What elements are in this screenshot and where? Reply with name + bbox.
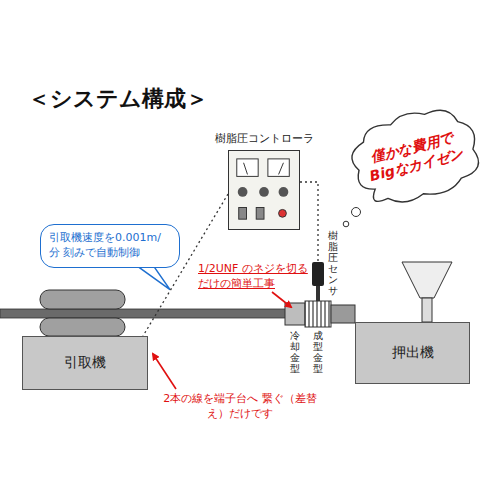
- sensor-body: 樹脂圧センサ: [312, 262, 324, 286]
- controller-box: 樹脂圧コントローラ: [228, 150, 300, 230]
- machine-name: 引取機: [64, 354, 106, 372]
- pointer-arrow: [272, 292, 291, 307]
- speech-callout: 引取機速度を0.001m/分 刻みで自動制御: [40, 224, 180, 268]
- part-name: 冷却金型: [290, 330, 300, 374]
- signal-wire: [300, 182, 318, 262]
- cooling-die: [285, 303, 305, 325]
- needle: [244, 163, 248, 175]
- upper-belt: [40, 290, 125, 309]
- callout-tail-outline: [138, 267, 170, 290]
- cloud-shape: [345, 99, 486, 212]
- sensor-label: 樹脂圧センサ: [328, 230, 338, 296]
- thought-dot: [343, 221, 349, 227]
- title: ＜システム構成＞: [28, 84, 208, 114]
- controller-heading: 樹脂圧コントローラ: [215, 131, 314, 146]
- note: 1/2UNF のネジを切る だけの簡単工事: [198, 262, 310, 292]
- hopper-neck: [422, 298, 432, 322]
- switch: [256, 208, 264, 220]
- forming-die: [305, 301, 331, 327]
- hopper: [402, 262, 452, 298]
- knob: [259, 187, 269, 197]
- sensor-stem: [316, 286, 320, 301]
- cloud-callout: 僅かな費用で Bigなカイゼン: [333, 92, 494, 220]
- knob: [279, 187, 289, 197]
- barrel: [331, 305, 355, 323]
- machine-box: 引取機: [22, 336, 148, 390]
- meter: [237, 159, 258, 177]
- controller-face: [229, 151, 299, 229]
- needle: [279, 163, 284, 175]
- lower-belt: [40, 318, 125, 336]
- meter: [268, 159, 289, 177]
- machine-box: 押出機: [355, 322, 470, 384]
- lamp: [279, 209, 287, 217]
- machine-name: 押出機: [392, 344, 434, 362]
- callout-text: 引取機速度を0.001m/分 刻みで自動制御: [49, 231, 171, 261]
- pointer-arrow: [153, 354, 176, 389]
- extruded-product: [0, 309, 290, 318]
- switch: [239, 208, 247, 220]
- callout-tail: [138, 266, 170, 290]
- note: 2本の線を端子台へ 繋ぐ（差替え）だけです: [162, 392, 318, 422]
- knob: [238, 187, 248, 197]
- part-name: 成型金型: [313, 330, 323, 374]
- thought-dot: [352, 208, 361, 217]
